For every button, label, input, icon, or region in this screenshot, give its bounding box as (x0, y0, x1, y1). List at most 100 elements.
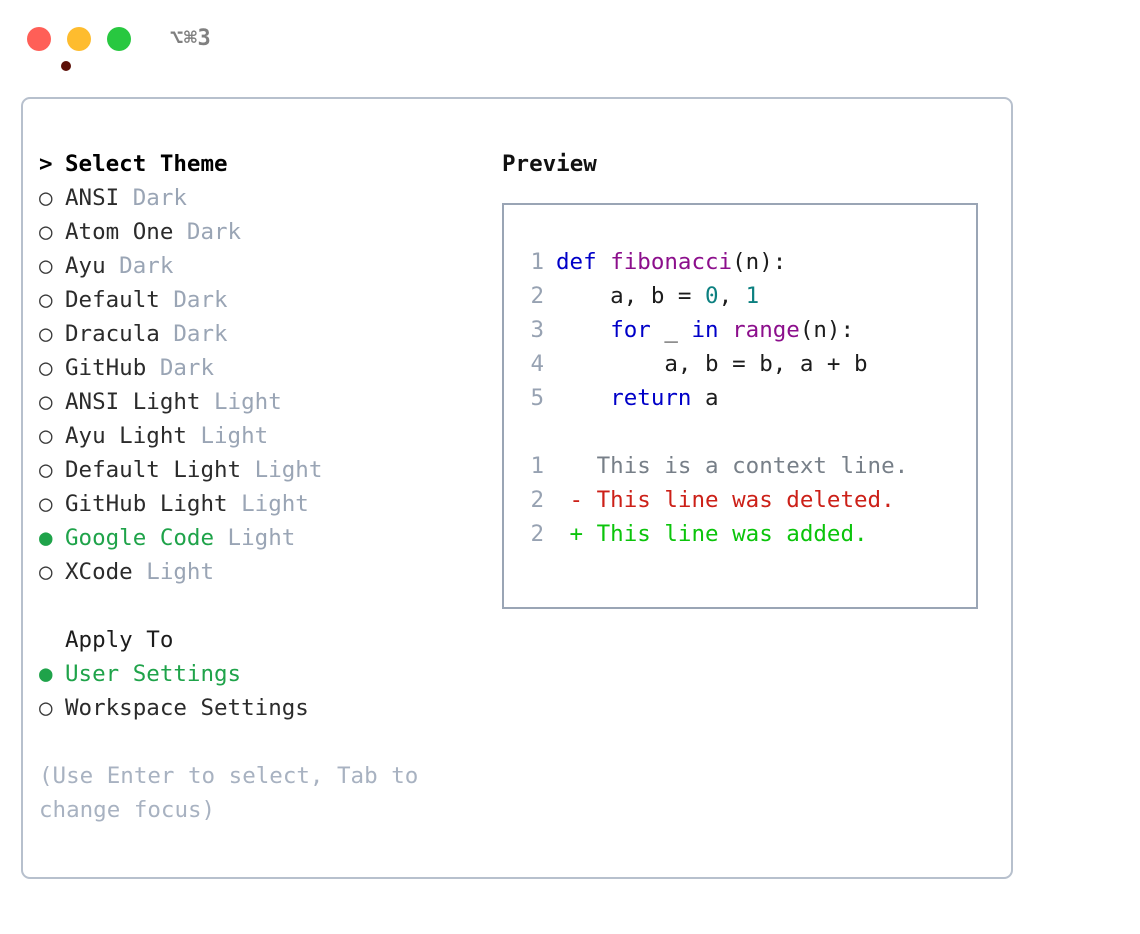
code-line-content: a, b = b, a + b (544, 351, 868, 377)
radio-unselected-icon: ○ (39, 287, 53, 313)
code-diff-spacer (504, 415, 976, 449)
theme-option-name: Atom One (65, 219, 174, 245)
diff-line-del: 2 - This line was deleted. (504, 483, 976, 517)
title-bar: ⌥⌘3 (0, 0, 1140, 78)
code-token (719, 317, 733, 343)
theme-option-variant: Dark (146, 355, 215, 381)
radio-unselected-icon: ○ (39, 219, 53, 245)
diff-line-number: 2 (530, 521, 544, 547)
theme-option-github-light[interactable]: ○ GitHub Light Light (39, 487, 509, 521)
code-token (556, 317, 610, 343)
zoom-button[interactable] (107, 27, 131, 51)
radio-unselected-icon: ○ (39, 389, 53, 415)
apply-to-option-user-settings[interactable]: ● User Settings (39, 657, 509, 691)
code-line-number: 4 (530, 351, 544, 377)
code-token: 1 (745, 283, 760, 309)
theme-option-ayu-light[interactable]: ○Ayu Light Light (39, 419, 509, 453)
diff-line-content: This is a context line. (556, 453, 909, 479)
theme-option-name: GitHub (65, 355, 147, 381)
apply-to-option-name: User Settings (65, 661, 242, 687)
code-line-number: 5 (530, 385, 544, 411)
code-token: def (556, 249, 611, 275)
theme-option-xcode[interactable]: ○XCode Light (39, 555, 509, 589)
theme-option-variant: Light (214, 525, 296, 551)
theme-option-google-code[interactable]: ●Google Code Light (39, 521, 509, 555)
theme-option-github[interactable]: ○ GitHub Dark (39, 351, 509, 385)
apply-to-option-name: Workspace Settings (65, 695, 309, 721)
select-theme-label: Select Theme (65, 151, 228, 177)
code-token: a (691, 385, 719, 411)
radio-unselected-icon: ○ (39, 695, 53, 721)
theme-option-variant: Dark (119, 185, 187, 211)
theme-option-name: ANSI (65, 185, 120, 211)
theme-option-name: Ayu (65, 253, 106, 279)
diff-sample: 1 This is a context line.2 - This line w… (504, 449, 976, 551)
code-token: fibonacci (610, 249, 733, 275)
theme-option-variant: Light (132, 559, 215, 585)
theme-option-variant: Light (241, 457, 323, 483)
radio-unselected-icon: ○ (39, 185, 53, 211)
diff-line-add: 2 + This line was added. (504, 517, 976, 551)
code-token: return (610, 385, 692, 411)
apply-to-marker-placeholder-icon: ○ (39, 623, 65, 657)
apply-to-option-workspace-settings[interactable]: ○ Workspace Settings (39, 691, 509, 725)
radio-unselected-icon: ○ (39, 355, 53, 381)
code-token: for (610, 317, 651, 343)
theme-option-ayu[interactable]: ○ Ayu Dark (39, 249, 509, 283)
main-panel: >Select Theme ○ANSI Dark○Atom One Dark○A… (21, 97, 1013, 879)
theme-option-name: Default (65, 287, 160, 313)
code-line: 2 a, b = 0, 1 (504, 279, 976, 313)
theme-list: ○ANSI Dark○Atom One Dark○Ayu Dark○Defaul… (39, 181, 509, 589)
code-token: _ (650, 317, 692, 343)
theme-option-ansi[interactable]: ○ ANSI Dark (39, 181, 509, 215)
diff-line-number: 2 (530, 487, 544, 513)
code-token: a, b = b, a + b (556, 351, 868, 377)
keyboard-shortcut-label: ⌥⌘3 (170, 26, 212, 51)
theme-option-name: XCode (65, 559, 133, 585)
code-line-content: def fibonacci(n): (544, 249, 786, 275)
diff-line-ctx: 1 This is a context line. (504, 449, 976, 483)
radio-unselected-icon: ○ (39, 423, 53, 449)
theme-option-name: Google Code (65, 525, 215, 551)
code-token: a, b = (556, 283, 706, 309)
radio-unselected-icon: ○ (39, 253, 53, 279)
diff-line-content: - This line was deleted. (556, 487, 895, 513)
theme-option-default[interactable]: ○Default Dark (39, 283, 509, 317)
code-token: (n): (799, 317, 855, 343)
theme-option-atom-one[interactable]: ○ Atom One Dark (39, 215, 509, 249)
code-token: , (718, 283, 746, 309)
code-line-number: 2 (530, 283, 544, 309)
code-line-content: for _ in range(n): (544, 317, 854, 343)
radio-selected-icon: ● (39, 661, 53, 687)
theme-option-name: Default Light (65, 457, 242, 483)
minimize-button[interactable] (67, 27, 91, 51)
theme-option-name: Ayu Light (65, 423, 187, 449)
apply-to-options: ● User Settings ○ Workspace Settings (39, 657, 509, 725)
code-line: 5 return a (504, 381, 976, 415)
close-button[interactable] (27, 27, 71, 71)
radio-unselected-icon: ○ (39, 491, 53, 517)
theme-option-variant: Dark (105, 253, 174, 279)
keyboard-hint-text: (Use Enter to select, Tab to change focu… (39, 763, 419, 823)
theme-option-variant: Dark (173, 219, 242, 245)
code-token: 0 (705, 283, 719, 309)
theme-selector-column: >Select Theme ○ANSI Dark○Atom One Dark○A… (39, 147, 509, 827)
theme-option-dracula[interactable]: ○Dracula Dark (39, 317, 509, 351)
theme-option-ansi-light[interactable]: ○ANSI Light Light (39, 385, 509, 419)
code-line: 3 for _ in range(n): (504, 313, 976, 347)
apply-to-label: Apply To (65, 627, 174, 653)
theme-option-variant: Light (227, 491, 309, 517)
recording-indicator-icon (61, 61, 71, 71)
code-token: in (691, 317, 719, 343)
code-line-number: 3 (530, 317, 544, 343)
prompt-caret-icon: > (39, 151, 53, 177)
code-line-content: return a (544, 385, 719, 411)
theme-option-name: ANSI Light (65, 389, 201, 415)
radio-unselected-icon: ○ (39, 321, 53, 347)
theme-option-name: GitHub Light (65, 491, 228, 517)
theme-option-default-light[interactable]: ○Default Light Light (39, 453, 509, 487)
